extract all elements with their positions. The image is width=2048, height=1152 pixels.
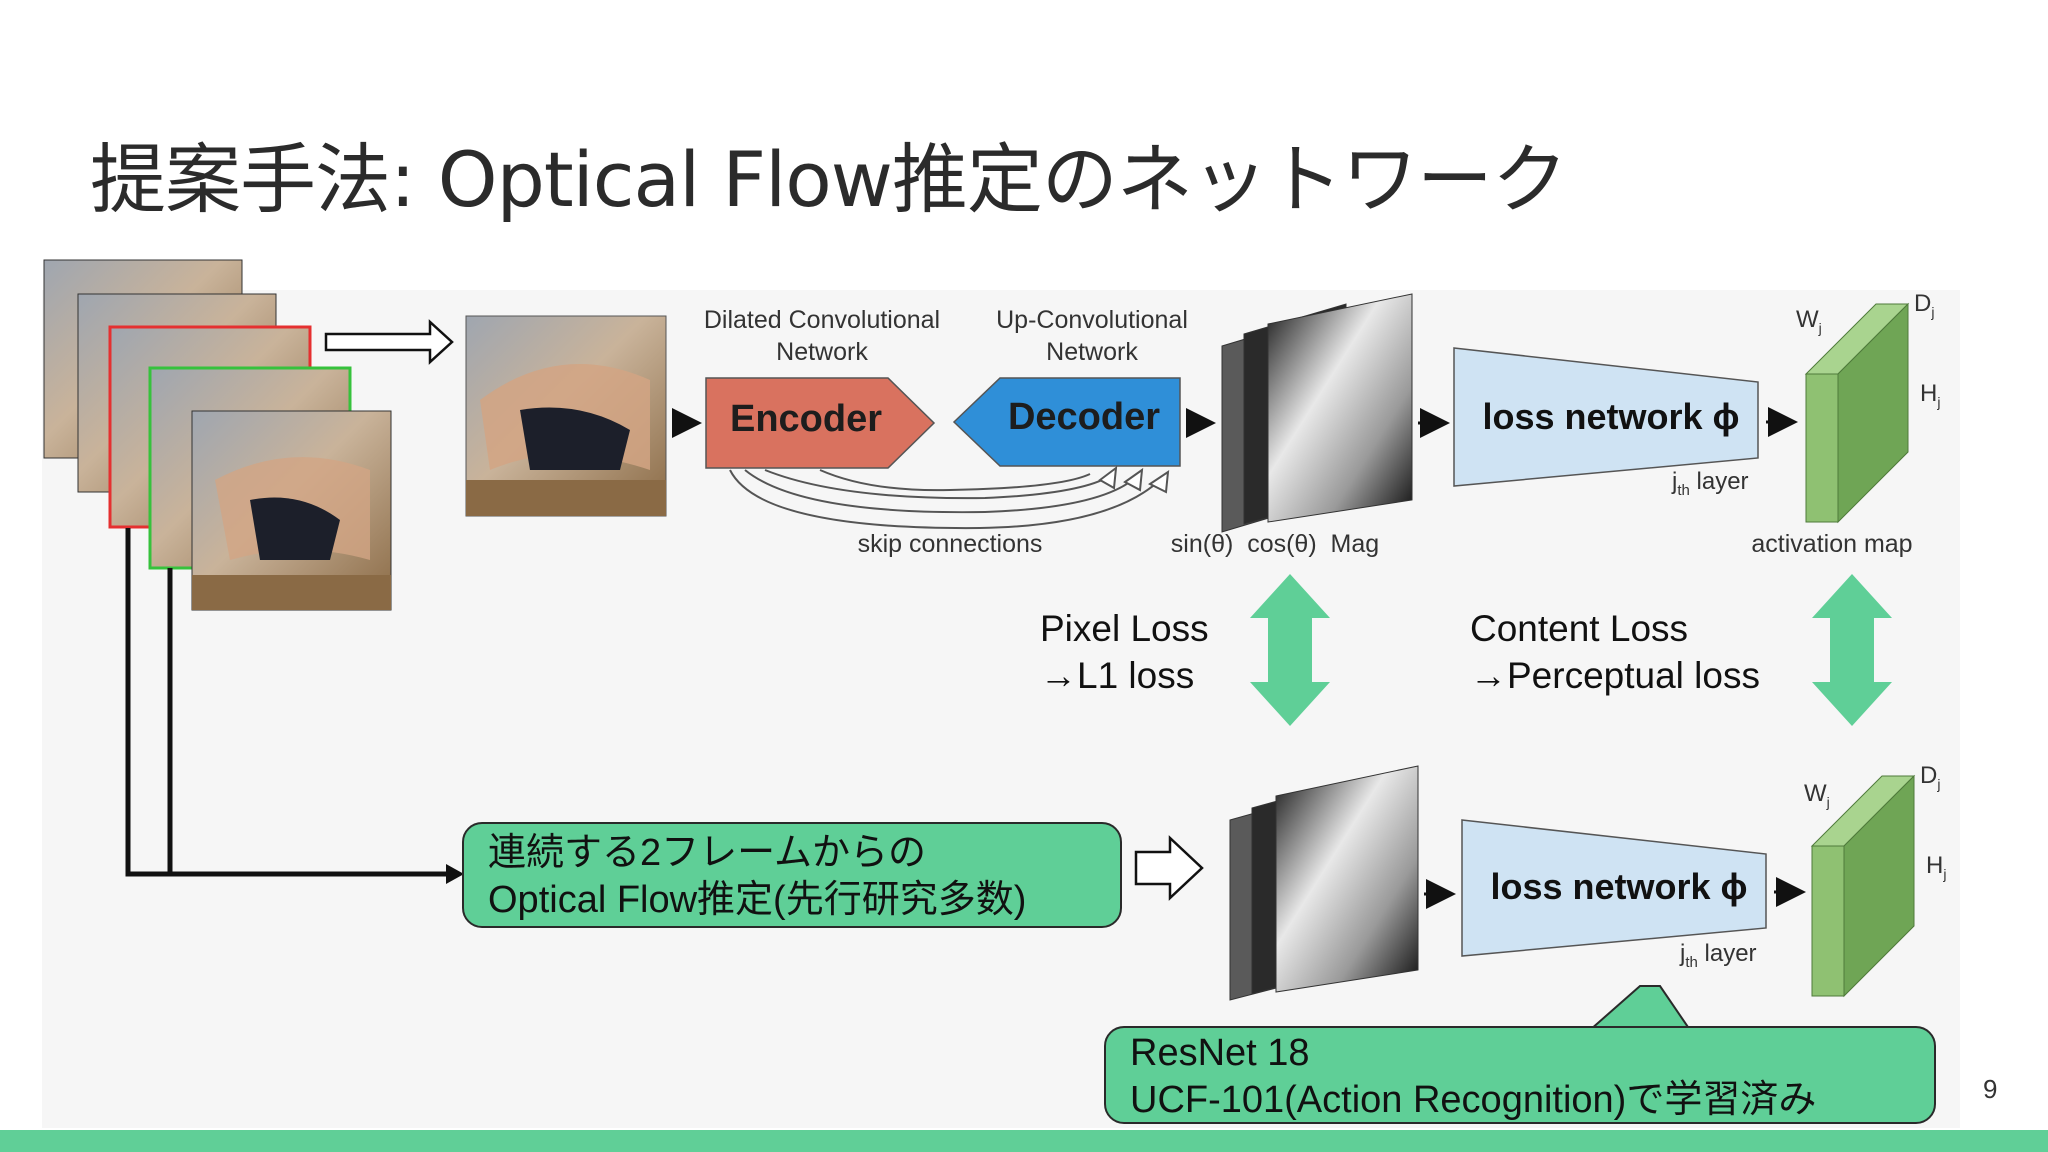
skip-connection-arrowheads: [1098, 465, 1170, 494]
input-image: [465, 315, 667, 517]
activation-map-top: [1804, 302, 1910, 524]
activation-map-bottom: [1810, 774, 1916, 998]
content-loss-double-arrow: [1812, 574, 1892, 726]
decoder-block: [952, 377, 1181, 467]
jth-layer-top: jth layer: [1672, 468, 1749, 499]
pixel-loss-detail: →L1 loss: [1040, 655, 1195, 696]
resnet-callout-line1: ResNet 18: [1130, 1032, 1310, 1074]
h-label-bottom: Hj: [1926, 852, 1947, 882]
upconv-network-label-line2: Network: [1046, 338, 1138, 366]
activation-map-label: activation map: [1751, 530, 1913, 558]
content-loss-title: Content Loss: [1470, 608, 1689, 649]
frame-to-callout-connectors: [125, 528, 448, 877]
skip-connection-arcs: [729, 469, 1161, 530]
decoder-label: Decoder: [1007, 396, 1161, 438]
pixel-loss-double-arrow: [1250, 574, 1330, 726]
dilated-network-label-line1: Dilated Convolutional: [703, 306, 941, 334]
skip-connections-label: skip connections: [857, 530, 1043, 558]
hollow-arrow-to-flow: [1134, 835, 1204, 901]
pixel-loss-title: Pixel Loss: [1040, 608, 1209, 649]
content-loss-detail: →Perceptual loss: [1470, 655, 1760, 696]
optical-flow-callout-line1: 連続する2フレームからの: [488, 832, 926, 874]
optical-flow-callout: 連続する2フレームからの Optical Flow推定(先行研究多数): [462, 822, 1122, 928]
d-label-top: Dj: [1914, 290, 1935, 320]
loss-network-top-label: loss network ϕ: [1482, 396, 1740, 437]
connector-arrowhead: [446, 864, 464, 884]
dilated-network-label-line2: Network: [776, 338, 868, 366]
slide-title: 提案手法: Optical Flow推定のネットワーク: [90, 135, 1568, 224]
w-label-bottom: Wj: [1804, 780, 1830, 810]
flow-maps-bottom: [1229, 765, 1419, 1001]
resnet-callout-pointer: [1587, 985, 1692, 1031]
footer-bar: [0, 1130, 2048, 1152]
page-number: 9: [1983, 1074, 1998, 1104]
encoder-label: Encoder: [729, 398, 883, 440]
input-frame-stack: [43, 259, 392, 611]
upconv-network-label-line1: Up-Convolutional: [996, 306, 1188, 334]
d-label-bottom: Dj: [1920, 762, 1941, 792]
hollow-arrow-to-frame: [324, 319, 454, 365]
loss-network-bottom-label: loss network ϕ: [1490, 866, 1748, 907]
flow-maps-top: [1221, 293, 1413, 533]
loss-network-bottom: [1461, 819, 1767, 957]
jth-layer-bottom: jth layer: [1680, 940, 1757, 971]
loss-network-top: [1453, 347, 1759, 487]
flow-channel-labels: sin(θ) cos(θ) Mag: [1170, 530, 1380, 558]
w-label-top: Wj: [1796, 306, 1822, 336]
optical-flow-callout-line2: Optical Flow推定(先行研究多数): [488, 879, 1027, 921]
encoder-block: [705, 377, 936, 469]
h-label-top: Hj: [1920, 380, 1941, 410]
resnet-callout-line2: UCF-101(Action Recognition)で学習済み: [1130, 1079, 1817, 1121]
resnet-callout: ResNet 18 UCF-101(Action Recognition)で学習…: [1104, 1026, 1936, 1124]
input-frame-front: [191, 410, 392, 611]
